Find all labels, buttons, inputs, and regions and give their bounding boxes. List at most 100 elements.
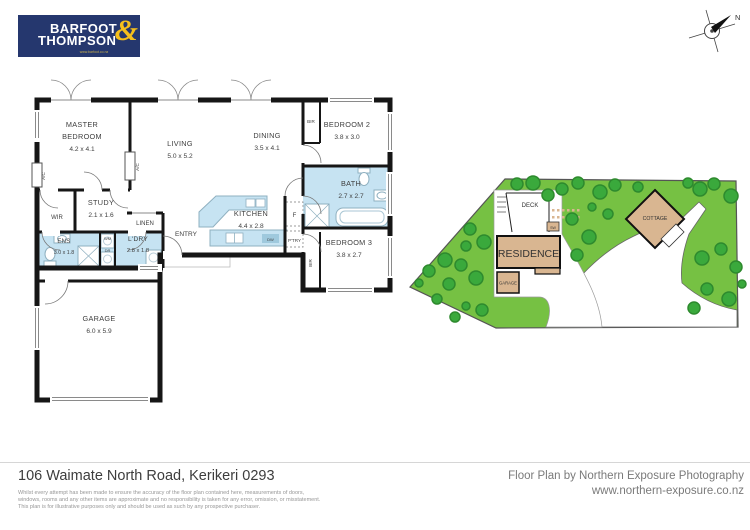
- tree: [468, 270, 484, 286]
- site-sw-box: [546, 221, 560, 232]
- disclaimer-line-1: Whilst every attempt has been made to en…: [18, 490, 305, 496]
- site-label: DECK: [522, 203, 539, 209]
- compass: N: [688, 9, 740, 53]
- logo-barfoot-text: BARFOOT: [50, 21, 118, 36]
- tree: [694, 250, 710, 266]
- tree: [460, 240, 472, 252]
- room-name-label: BEDROOM 2: [324, 120, 371, 129]
- room-name-label: BEDROOM 3: [326, 238, 373, 247]
- room-name-label: LIVING: [167, 139, 193, 148]
- small-label: LINEN: [136, 221, 154, 227]
- room-dims-label: 6.0 x 5.9: [86, 328, 112, 335]
- casement-arcs: [50, 79, 272, 101]
- compass-hub: [710, 29, 714, 33]
- tree: [475, 303, 489, 317]
- room-dims-label: 3.5 x 4.1: [254, 145, 280, 152]
- tree: [692, 181, 708, 197]
- small-label: WIR: [51, 215, 63, 221]
- site-label: RESIDENCE: [498, 248, 559, 260]
- tree: [587, 202, 597, 212]
- room-name-label: GARAGE: [82, 314, 115, 323]
- tree: [592, 184, 608, 200]
- room-dims-label: 3.0 x 1.8: [54, 250, 74, 256]
- credit-link: www.northern-exposure.co.nz: [591, 485, 744, 497]
- tree: [476, 234, 492, 250]
- room-name-label: ENS: [57, 239, 70, 245]
- kitchen-bench: [198, 195, 288, 247]
- tree: [714, 242, 728, 256]
- compass-north-arrow: [711, 15, 731, 33]
- ens-toilet-bowl: [44, 247, 56, 261]
- room-dims-label: 5.0 x 5.2: [167, 153, 193, 160]
- tree: [682, 177, 694, 189]
- tree: [723, 188, 739, 204]
- ac-unit-left: [31, 162, 43, 188]
- tree: [721, 291, 737, 307]
- tree: [729, 260, 743, 274]
- tree: [525, 175, 541, 191]
- small-label: P'TRY: [288, 238, 301, 243]
- site-label: COTTAGE: [643, 216, 668, 222]
- tree: [541, 188, 555, 202]
- tree: [461, 301, 471, 311]
- fixtures: [43, 167, 391, 267]
- site-garage: [496, 271, 520, 294]
- logo-ampersand: &: [114, 14, 138, 47]
- disclaimer-line-2: windows, rooms and any other items are a…: [18, 497, 321, 503]
- site-residence: [496, 235, 561, 269]
- room-dims-label: 3.8 x 2.7: [336, 252, 362, 259]
- room-name-label: MASTER: [66, 120, 98, 129]
- site-residence-wing: [534, 267, 561, 275]
- room-dims-label: 4.2 x 4.1: [69, 146, 95, 153]
- tree: [581, 229, 597, 245]
- small-label: BIR: [307, 119, 315, 124]
- small-label: ENTRY: [175, 231, 198, 238]
- logo-thompson-text: THOMPSON: [38, 33, 117, 48]
- barfoot-thompson-logo: BARFOOT THOMPSON & www.barfoot.co.nz: [18, 14, 140, 57]
- deck-steps: [497, 196, 506, 213]
- logo-tagline: www.barfoot.co.nz: [79, 50, 109, 54]
- ens-toilet-tank: [43, 260, 57, 267]
- toilet-bowl: [358, 172, 370, 186]
- tree: [449, 311, 461, 323]
- small-label: WM: [104, 236, 111, 241]
- site-label: SW: [550, 226, 556, 230]
- small-label: DW: [267, 237, 274, 242]
- room-dims-label: 2.1 x 1.6: [88, 212, 114, 219]
- property-address: 106 Waimate North Road, Kerikeri 0293: [18, 468, 275, 484]
- tree: [437, 252, 453, 268]
- disclaimer-line-3: This plan is for illustrative purposes o…: [18, 504, 261, 510]
- tree: [431, 293, 443, 305]
- room-dims-label: 2.8 x 1.8: [127, 248, 149, 254]
- ac-units: [31, 151, 136, 188]
- room-dims-label: 3.8 x 3.0: [334, 134, 360, 141]
- tree: [602, 208, 614, 220]
- tree: [414, 278, 424, 288]
- tree: [571, 176, 585, 190]
- small-label: BIR: [308, 258, 313, 266]
- tree: [700, 282, 714, 296]
- kitchen-sink: [245, 198, 256, 208]
- room-name-label: BATH: [341, 179, 361, 188]
- tree: [687, 301, 701, 315]
- room-name-label: STUDY: [88, 198, 114, 207]
- room-name-label: BEDROOM: [62, 132, 102, 141]
- tree: [565, 212, 579, 226]
- small-label: F: [293, 213, 297, 219]
- tree: [707, 177, 721, 191]
- closet-walls: [99, 100, 321, 290]
- tree: [422, 264, 436, 278]
- tree: [570, 248, 584, 262]
- tree: [463, 222, 477, 236]
- small-label: DR: [105, 248, 111, 253]
- tree: [555, 182, 569, 196]
- room-dims-label: 4.4 x 2.8: [238, 223, 264, 230]
- photography-credit: Floor Plan by Northern Exposure Photogra…: [508, 469, 744, 499]
- fridge-pantry: [285, 201, 304, 248]
